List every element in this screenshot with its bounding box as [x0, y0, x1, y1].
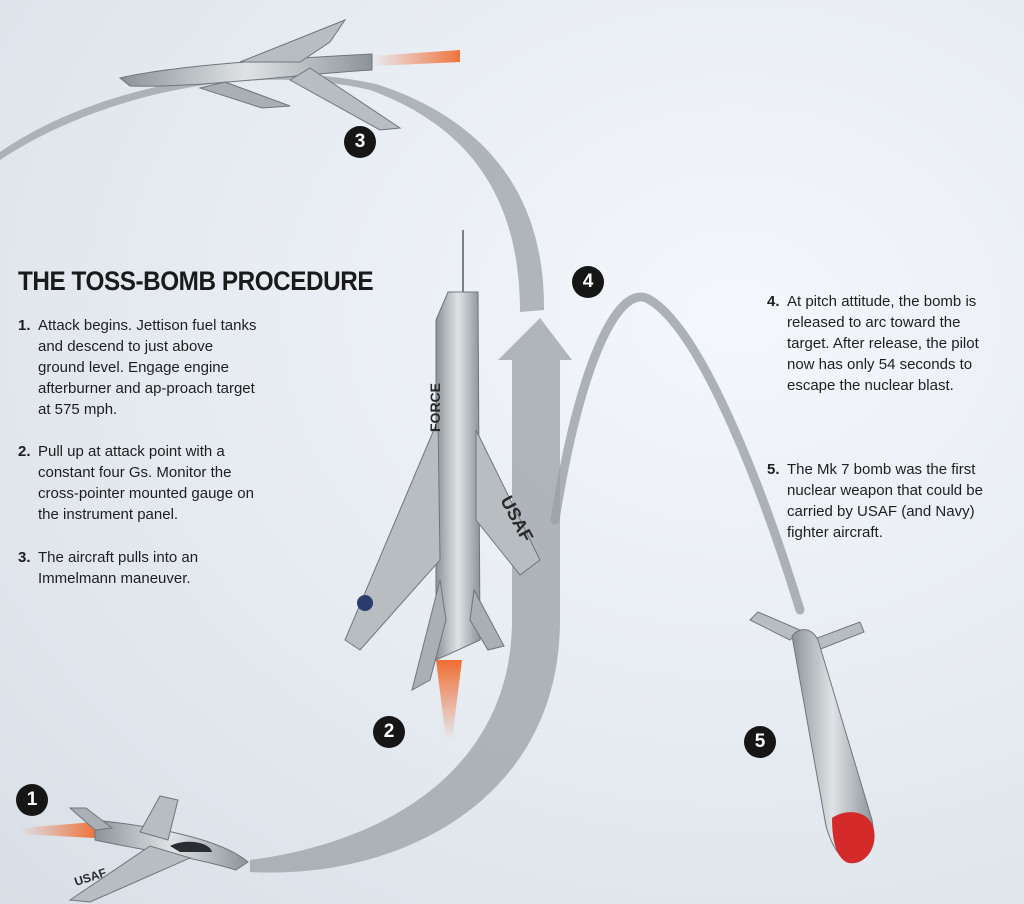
- marker-2: 2: [373, 716, 405, 748]
- step-number: 4.: [767, 293, 780, 310]
- aircraft-step-2: FORCE USAF: [344, 230, 541, 740]
- step-3-text: 3. The aircraft pulls into an Immelmann …: [18, 547, 258, 589]
- diagram-title: THE TOSS-BOMB PROCEDURE: [18, 266, 374, 296]
- marker-5: 5: [744, 726, 776, 758]
- step-4-text: 4. At pitch attitude, the bomb is releas…: [767, 291, 982, 396]
- step-description: At pitch attitude, the bomb is released …: [787, 293, 979, 394]
- marker-4: 4: [572, 266, 604, 298]
- flight-path: [0, 73, 572, 873]
- tail-marking: FORCE: [427, 383, 443, 432]
- step-description: The aircraft pulls into an Immelmann man…: [38, 549, 199, 587]
- mk7-bomb: [749, 611, 875, 864]
- step-number: 5.: [767, 461, 780, 478]
- step-number: 3.: [18, 549, 31, 566]
- bomb-arc: [550, 292, 805, 615]
- step-1-text: 1. Attack begins. Jettison fuel tanks an…: [18, 315, 258, 420]
- aircraft-step-1: USAF: [20, 795, 249, 903]
- step-2-text: 2. Pull up at attack point with a consta…: [18, 441, 268, 525]
- step-5-text: 5. The Mk 7 bomb was the first nuclear w…: [767, 459, 992, 543]
- step-description: Pull up at attack point with a constant …: [38, 443, 254, 523]
- step-number: 2.: [18, 443, 31, 460]
- aircraft-step-3: [118, 18, 460, 131]
- step-description: The Mk 7 bomb was the first nuclear weap…: [787, 461, 983, 541]
- marker-3: 3: [344, 126, 376, 158]
- step-description: Attack begins. Jettison fuel tanks and d…: [38, 317, 257, 418]
- step-number: 1.: [18, 317, 31, 334]
- roundel-icon: [357, 595, 373, 611]
- marker-1: 1: [16, 784, 48, 816]
